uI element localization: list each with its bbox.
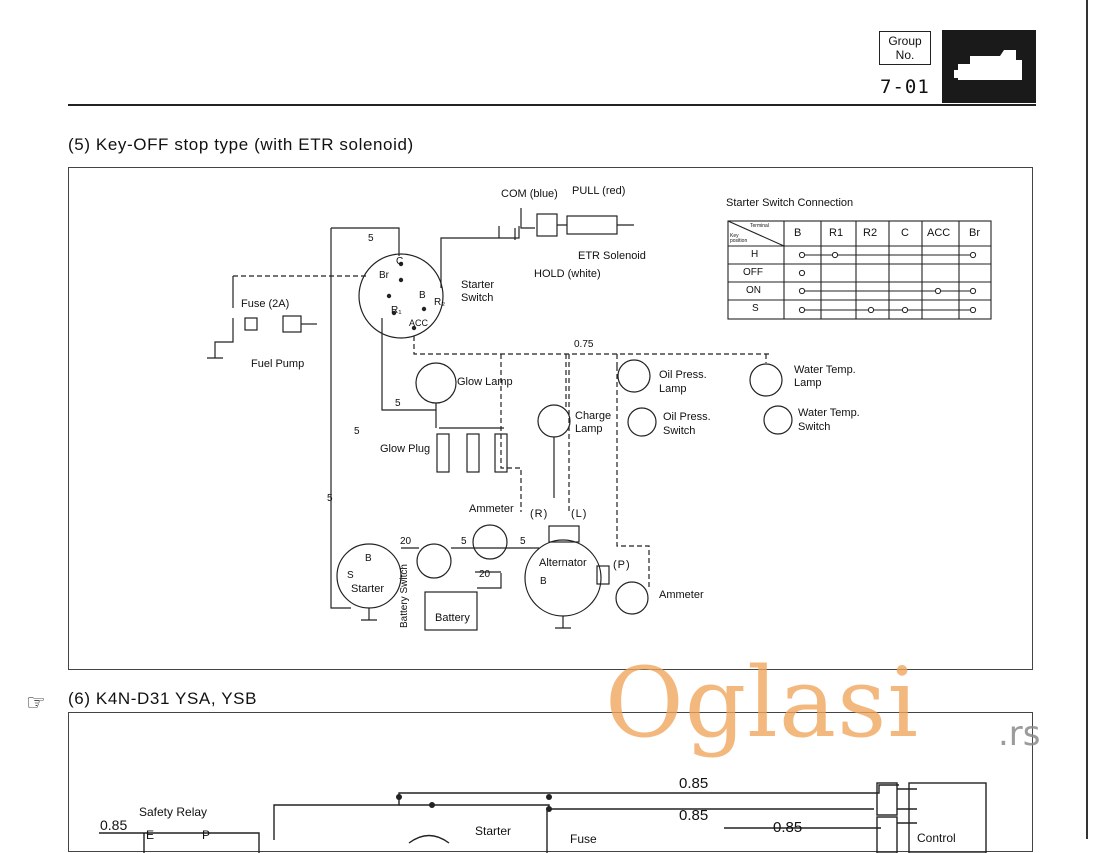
terminal-r2: R₂ (434, 297, 446, 308)
starter-terminal-s: S (347, 570, 354, 581)
starter-switch-label: Starter Switch (461, 279, 495, 304)
terminal-b: B (419, 290, 426, 301)
wire-size-5: 5 (520, 536, 526, 547)
alternator-label: Alternator (539, 557, 587, 569)
relay-terminal-e: E (146, 828, 155, 842)
table-row-h: H (751, 249, 759, 260)
section5-heading: (5) Key-OFF stop type (with ETR solenoid… (68, 135, 414, 154)
wire-size-5: 5 (327, 493, 333, 504)
wire-size-5: 5 (354, 426, 360, 437)
control-label: Control (917, 831, 956, 845)
group-no-label: No. (895, 48, 915, 62)
wire-size-5: 5 (461, 536, 467, 547)
group-number-box: Group No. (879, 31, 931, 65)
glow-lamp-label: Glow Lamp (457, 376, 513, 388)
com-blue-label: COM (blue) (501, 188, 558, 200)
charge-lamp-label: Charge Lamp (575, 410, 612, 435)
header-rule (68, 104, 1036, 106)
engine-thumbnail (942, 30, 1036, 103)
wire-size-075: 0.75 (574, 339, 594, 350)
terminal-br: Br (379, 270, 389, 281)
table-col-br: Br (969, 227, 980, 239)
fuse-label: Fuse (570, 832, 597, 846)
wire-size-5: 5 (368, 233, 374, 244)
wiring-diagram-key-off: COM (blue) PULL (red) ETR Solenoid HOLD … (68, 167, 1033, 670)
wire-size-085: 0.85 (679, 807, 709, 824)
battery-label: Battery (435, 612, 470, 624)
table-col-b: B (794, 227, 802, 239)
pointing-hand-icon: ☞ (26, 690, 46, 715)
alternator-l-terminal: (L) (571, 508, 588, 520)
glow-plug-label: Glow Plug (380, 443, 431, 455)
wire-size-085: 0.85 (773, 819, 803, 836)
watermark-suffix: .rs (998, 714, 1041, 754)
terminal-r1: R₁ (391, 305, 402, 316)
oil-press-lamp-label: Oil Press. Lamp (659, 369, 707, 395)
table-col-r2: R2 (863, 227, 878, 239)
pull-red-label: PULL (red) (572, 185, 626, 197)
page-edge-rule (1086, 0, 1088, 839)
terminal-acc: ACC (409, 318, 429, 328)
alternator-terminal-b: B (540, 576, 547, 587)
alternator-p-terminal: (P) (613, 559, 631, 571)
table-corner-terminal: Terminal (750, 223, 769, 229)
wire-size-20: 20 (479, 569, 491, 580)
terminal-c: C (396, 256, 404, 267)
ammeter-top-label: Ammeter (469, 503, 514, 515)
watermark-logo: Oglasi (605, 647, 920, 759)
etr-solenoid-label: ETR Solenoid (578, 250, 646, 262)
relay-terminal-p: P (202, 828, 211, 842)
water-temp-lamp-label: Water Temp. Lamp (794, 364, 856, 389)
ammeter-right-label: Ammeter (659, 589, 704, 601)
section6-heading: (6) K4N-D31 YSA, YSB (68, 689, 258, 708)
starter-label: Starter (351, 583, 385, 595)
fuel-pump-label: Fuel Pump (251, 358, 305, 370)
water-temp-switch-label: Water Temp. Switch (798, 407, 860, 433)
group-code: 7-01 (880, 76, 930, 98)
wire-size-085: 0.85 (100, 817, 128, 833)
safety-relay-label: Safety Relay (139, 805, 208, 819)
table-col-acc: ACC (927, 227, 951, 239)
battery-switch-label: Battery Switch (399, 564, 410, 628)
fuse-2a-label: Fuse (2A) (241, 298, 290, 310)
table-row-s: S (752, 303, 759, 314)
table-corner-key-position: Key position (730, 233, 748, 244)
wire-size-20: 20 (400, 536, 412, 547)
starter-terminal-b: B (365, 553, 372, 564)
alternator-r-terminal: (R) (530, 508, 549, 520)
table-col-c: C (901, 227, 909, 239)
starter-label: Starter (475, 824, 512, 838)
wire-size-085: 0.85 (679, 775, 709, 792)
starter-switch-connection-title: Starter Switch Connection (726, 197, 854, 209)
group-label: Group (888, 34, 922, 48)
table-col-r1: R1 (829, 227, 844, 239)
table-row-off: OFF (743, 267, 763, 278)
table-row-on: ON (746, 285, 761, 296)
hold-white-label: HOLD (white) (534, 268, 601, 280)
wire-size-5: 5 (395, 398, 401, 409)
oil-press-switch-label: Oil Press. Switch (663, 411, 711, 437)
